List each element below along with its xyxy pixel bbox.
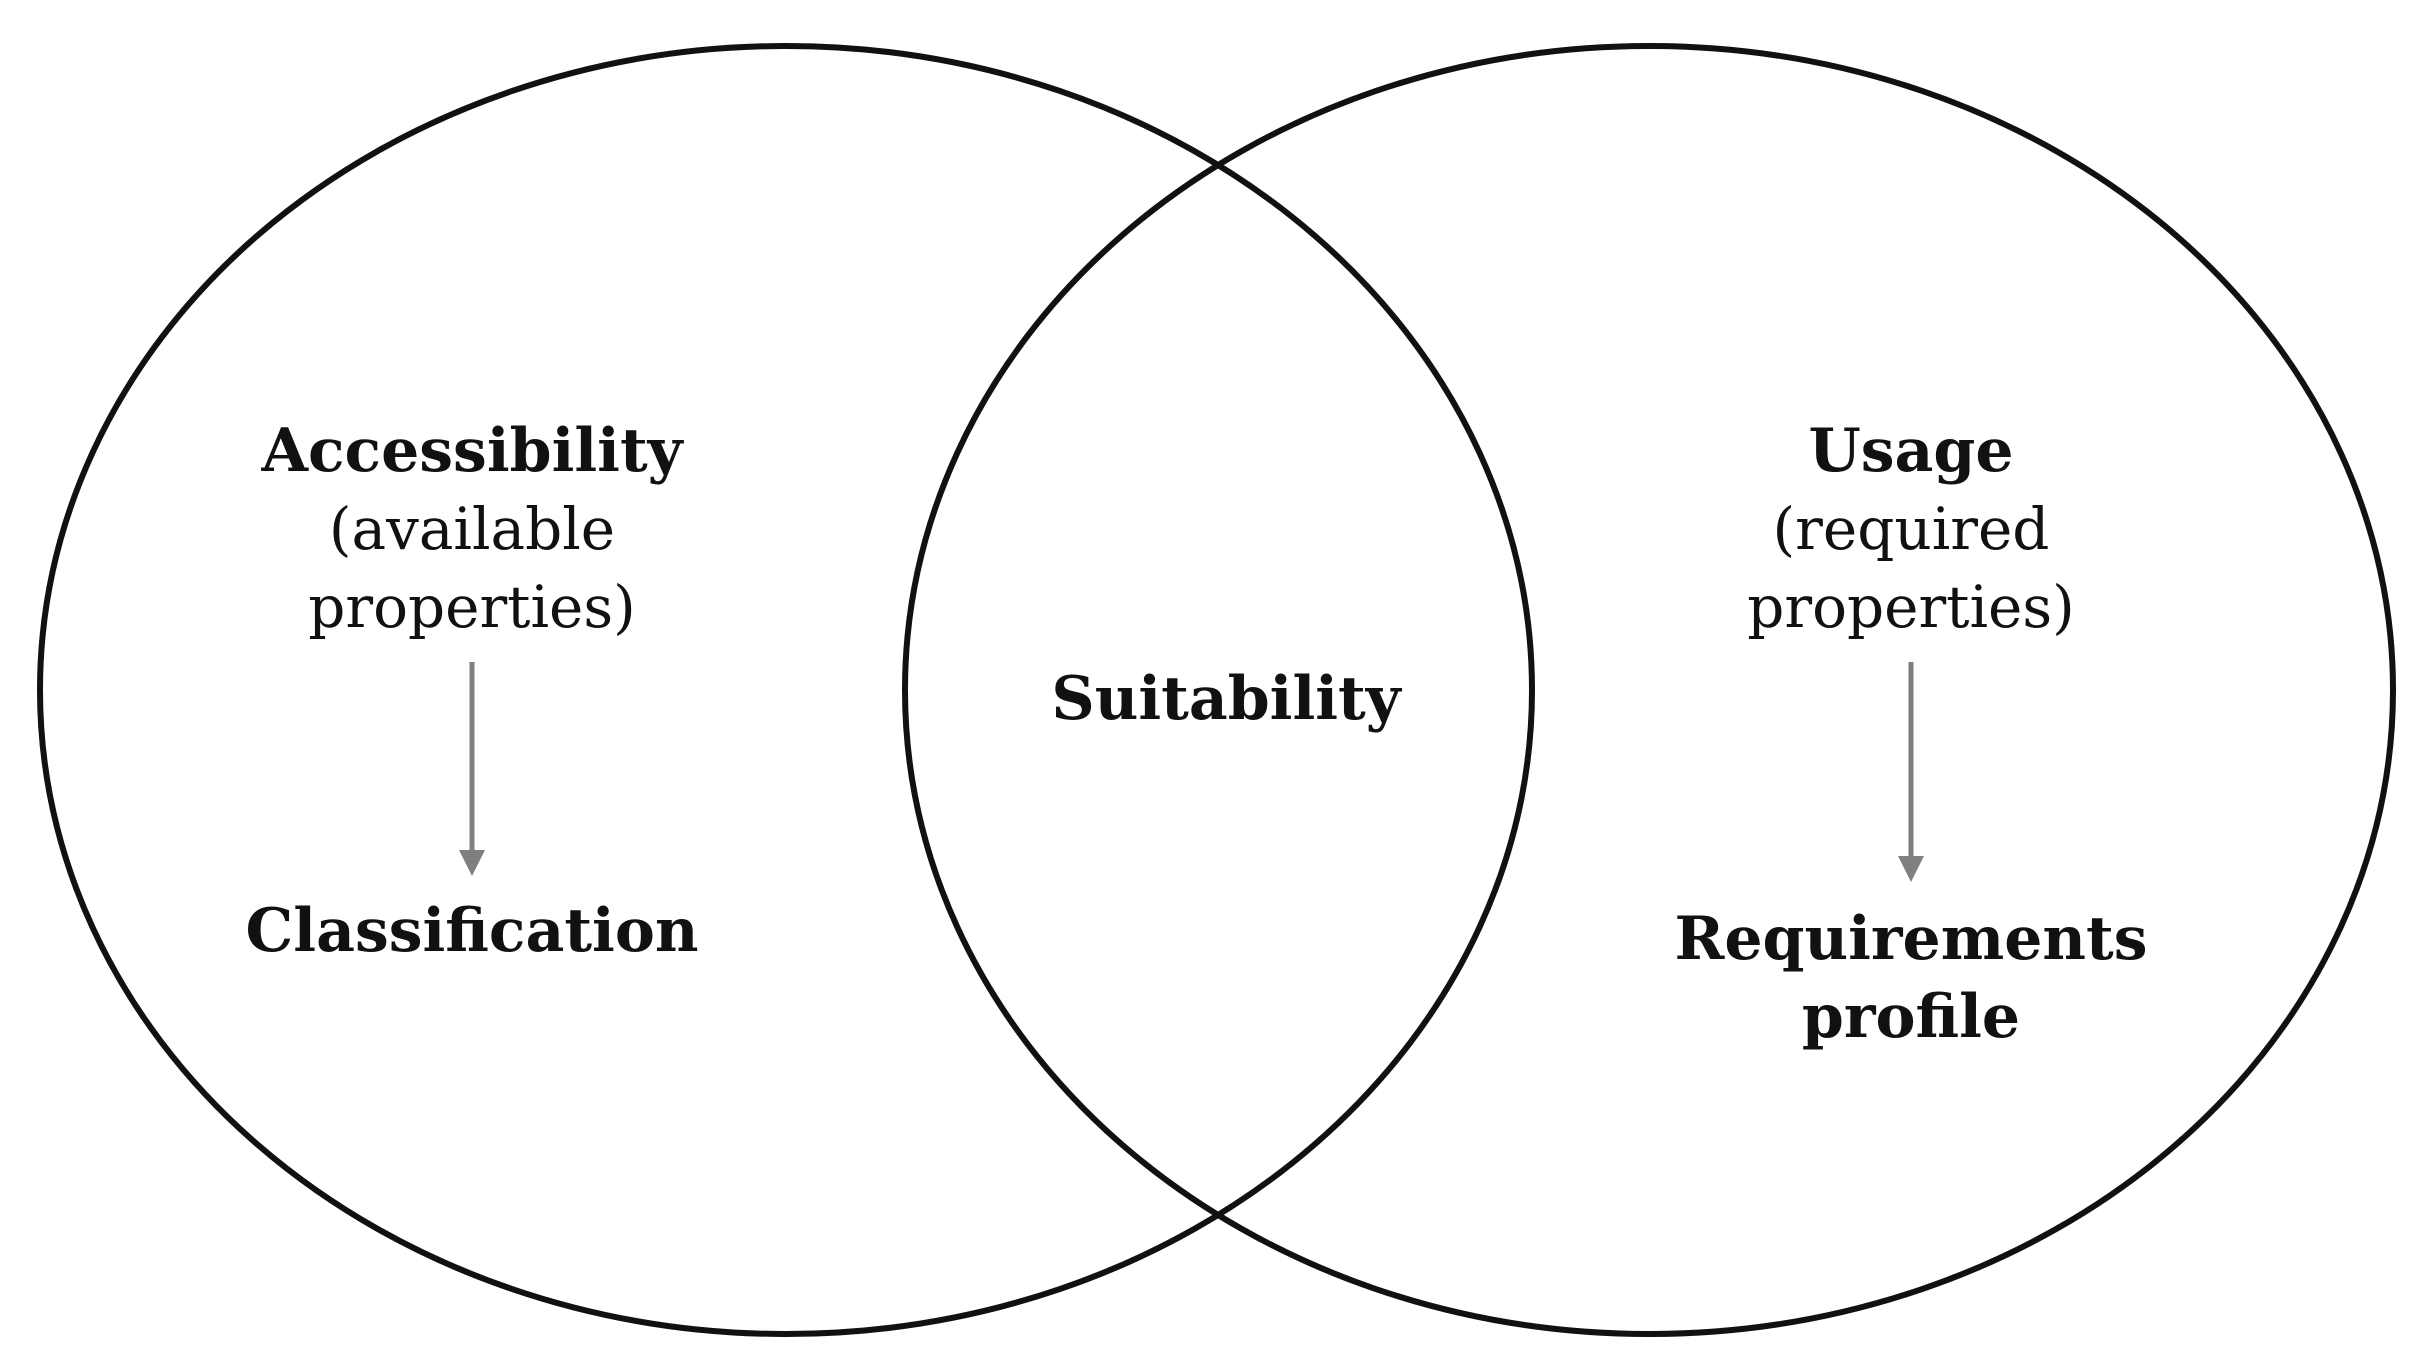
usage-arrow-head bbox=[1898, 856, 1924, 882]
suitability-label-group: Suitability bbox=[1051, 660, 1400, 738]
classification-label: Classification bbox=[245, 896, 699, 966]
accessibility-subtitle-line-1: (available bbox=[328, 495, 616, 563]
accessibility-subtitle-line-2: properties) bbox=[308, 573, 636, 641]
usage-subtitle-line-2: properties) bbox=[1747, 573, 2075, 641]
accessibility-arrow-head bbox=[459, 850, 485, 876]
accessibility-ellipse bbox=[37, 43, 1535, 1337]
accessibility-title: Accessibility bbox=[261, 416, 683, 486]
requirements-label-line-1: Requirements bbox=[1674, 904, 2148, 974]
usage-title: Usage bbox=[1808, 416, 2014, 486]
requirements-profile-label-group: Requirements profile bbox=[1675, 900, 2148, 1056]
suitability-label: Suitability bbox=[1051, 664, 1401, 734]
requirements-label-line-2: profile bbox=[1801, 982, 2021, 1052]
classification-label-group: Classification bbox=[246, 892, 699, 970]
usage-subtitle-line-1: (required bbox=[1772, 495, 2050, 563]
accessibility-label-group: Accessibility (available properties) bbox=[261, 412, 682, 646]
usage-ellipse bbox=[902, 43, 2396, 1337]
usage-label-group: Usage (required properties) bbox=[1747, 412, 2075, 646]
